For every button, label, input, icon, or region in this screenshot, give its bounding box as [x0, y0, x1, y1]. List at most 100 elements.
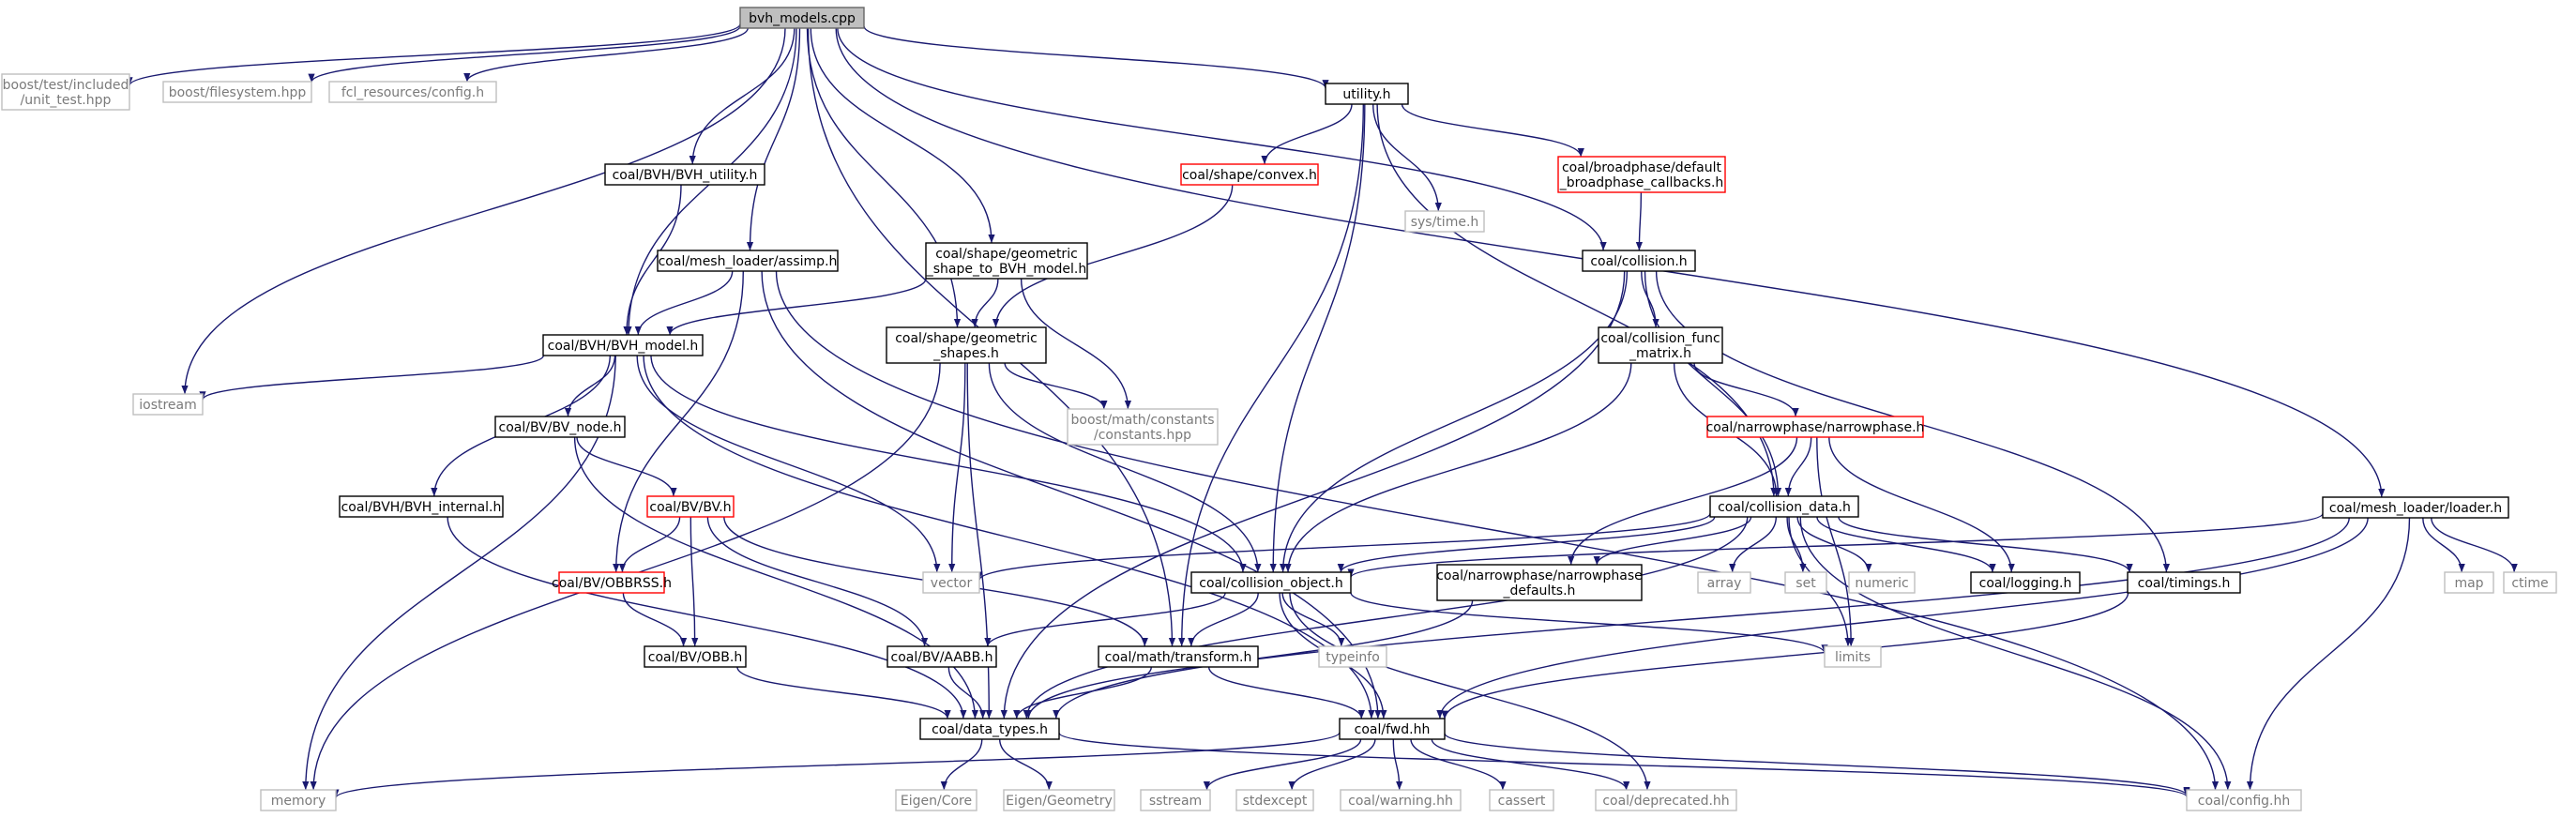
node-bv_h[interactable]: coal/BV/BV.h	[646, 495, 735, 518]
node-array[interactable]: array	[1697, 571, 1751, 594]
edge-bvh_model-to-vector	[636, 355, 941, 573]
node-config[interactable]: coal/config.hh	[2186, 789, 2302, 811]
node-label-typeinfo: typeinfo	[1326, 650, 1380, 665]
node-box-bvh_utility	[604, 163, 765, 186]
node-label-narrowphase: coal/narrowphase/narrowphase.h	[1706, 420, 1925, 435]
node-box-geo_shapes	[886, 326, 1047, 364]
edge-data_types-to-eigen_core	[940, 738, 983, 791]
node-unit_test[interactable]: boost/test/included/unit_test.hpp	[1, 73, 130, 111]
node-bv_node[interactable]: coal/BV/BV_node.h	[494, 416, 626, 438]
node-limits[interactable]: limits	[1824, 645, 1882, 668]
node-box-root	[739, 7, 865, 29]
node-geo_to_bvh[interactable]: coal/shape/geometric_shape_to_BVH_model.…	[925, 242, 1088, 280]
edge-geo_to_bvh-to-bvh_model	[666, 278, 927, 336]
node-np_defaults[interactable]: coal/narrowphase/narrowphase_defaults.h	[1436, 564, 1643, 601]
edge-fwd-to-deprecated	[1431, 738, 1630, 791]
node-stdexcept[interactable]: stdexcept	[1235, 789, 1314, 811]
node-warning[interactable]: coal/warning.hh	[1340, 789, 1462, 811]
node-loader[interactable]: coal/mesh_loader/loader.h	[2322, 496, 2509, 519]
node-label-bvh_model: coal/BVH/BVH_model.h	[548, 339, 699, 354]
node-fcl_config[interactable]: fcl_resources/config.h	[328, 81, 497, 103]
node-box-func_matrix	[1598, 326, 1723, 364]
node-data_types[interactable]: coal/data_types.h	[919, 718, 1060, 740]
edge-collision_data-to-data_types	[1023, 516, 1749, 720]
node-box-obb	[644, 645, 747, 668]
node-label-fcl_config: fcl_resources/config.h	[341, 85, 484, 100]
node-eigen_core[interactable]: Eigen/Core	[895, 789, 977, 811]
edge-utility-to-convex	[1261, 103, 1353, 165]
node-box-fcl_config	[328, 81, 497, 103]
node-func_matrix[interactable]: coal/collision_func_matrix.h	[1598, 326, 1723, 364]
node-assimp[interactable]: coal/mesh_loader/assimp.h	[657, 250, 839, 272]
node-collision_data[interactable]: coal/collision_data.h	[1709, 495, 1859, 518]
node-bvh_internal[interactable]: coal/BVH/BVH_internal.h	[339, 495, 504, 518]
node-collision_object[interactable]: coal/collision_object.h	[1190, 571, 1352, 594]
node-aabb[interactable]: coal/BV/AABB.h	[886, 645, 997, 668]
node-typeinfo[interactable]: typeinfo	[1318, 645, 1387, 668]
edge-fwd-to-stdexcept	[1288, 738, 1376, 791]
node-numeric[interactable]: numeric	[1848, 571, 1916, 594]
edge-loader-to-fwd	[1436, 517, 2369, 720]
node-label-root: bvh_models.cpp	[749, 11, 856, 26]
node-label-geo_shapes: _shapes.h	[932, 346, 999, 361]
node-label-collision_h: coal/collision.h	[1590, 254, 1687, 269]
node-geo_shapes[interactable]: coal/shape/geometric_shapes.h	[886, 326, 1047, 364]
node-box-collision_data	[1709, 495, 1859, 518]
node-map[interactable]: map	[2444, 571, 2494, 594]
node-bvh_model[interactable]: coal/BVH/BVH_model.h	[542, 334, 704, 356]
node-timings[interactable]: coal/timings.h	[2127, 571, 2241, 594]
edge-root-to-filesystem	[308, 25, 741, 83]
node-deprecated[interactable]: coal/deprecated.hh	[1595, 789, 1737, 811]
node-box-bvh_model	[542, 334, 704, 356]
node-logging[interactable]: coal/logging.h	[1970, 571, 2081, 594]
edge-bv_h-to-obbrss	[618, 516, 681, 573]
node-narrowphase[interactable]: coal/narrowphase/narrowphase.h	[1706, 416, 1925, 438]
node-utility[interactable]: utility.h	[1325, 83, 1409, 105]
node-vector[interactable]: vector	[922, 571, 980, 594]
node-obbrss[interactable]: coal/BV/OBBRSS.h	[552, 571, 672, 594]
node-label-memory: memory	[271, 794, 326, 809]
node-convex[interactable]: coal/shape/convex.h	[1180, 163, 1319, 186]
node-box-bv_h	[646, 495, 735, 518]
edge-utility-to-systime	[1372, 103, 1442, 212]
node-constants[interactable]: boost/math/constants/constants.hpp	[1067, 408, 1219, 446]
node-obb[interactable]: coal/BV/OBB.h	[644, 645, 747, 668]
node-box-aabb	[886, 645, 997, 668]
node-bvh_utility[interactable]: coal/BVH/BVH_utility.h	[604, 163, 765, 186]
node-label-vector: vector	[931, 576, 973, 591]
edge-utility-to-broadphase_cb	[1401, 103, 1584, 158]
edge-assimp-to-fwd	[761, 270, 1382, 720]
node-box-systime	[1404, 210, 1485, 233]
edge-bvh_internal-to-data_types	[447, 516, 967, 720]
node-box-deprecated	[1595, 789, 1737, 811]
node-filesystem[interactable]: boost/filesystem.hpp	[162, 81, 312, 103]
node-ctime[interactable]: ctime	[2503, 571, 2557, 594]
edge-narrowphase-to-logging	[1828, 436, 2015, 573]
node-memory[interactable]: memory	[260, 789, 337, 811]
edge-bv_node-to-bv_h	[576, 436, 677, 497]
node-root[interactable]: bvh_models.cpp	[739, 7, 865, 29]
node-box-numeric	[1848, 571, 1916, 594]
node-set[interactable]: set	[1784, 571, 1827, 594]
node-sstream[interactable]: sstream	[1140, 789, 1211, 811]
node-label-numeric: numeric	[1855, 576, 1908, 591]
node-cassert[interactable]: cassert	[1489, 789, 1554, 811]
node-iostream[interactable]: iostream	[132, 393, 204, 416]
node-broadphase_cb[interactable]: coal/broadphase/default_broadphase_callb…	[1557, 156, 1726, 193]
node-fwd[interactable]: coal/fwd.hh	[1339, 718, 1446, 740]
edge-bvh_model-to-collision_object	[650, 355, 1247, 573]
node-transform[interactable]: coal/math/transform.h	[1098, 645, 1259, 668]
node-systime[interactable]: sys/time.h	[1404, 210, 1485, 233]
node-box-fwd	[1339, 718, 1446, 740]
node-collision_h[interactable]: coal/collision.h	[1582, 250, 1696, 272]
node-label-func_matrix: coal/collision_func	[1600, 331, 1720, 346]
edge-narrowphase-to-limits	[1816, 436, 1855, 647]
edge-collision_data-to-array	[1729, 516, 1777, 573]
node-box-narrowphase	[1706, 416, 1924, 438]
edge-root-to-unit_test	[126, 23, 741, 86]
node-eigen_geometry[interactable]: Eigen/Geometry	[1003, 789, 1115, 811]
node-label-unit_test: /unit_test.hpp	[21, 93, 112, 108]
node-label-sstream: sstream	[1149, 794, 1202, 809]
node-label-assimp: coal/mesh_loader/assimp.h	[659, 254, 838, 269]
